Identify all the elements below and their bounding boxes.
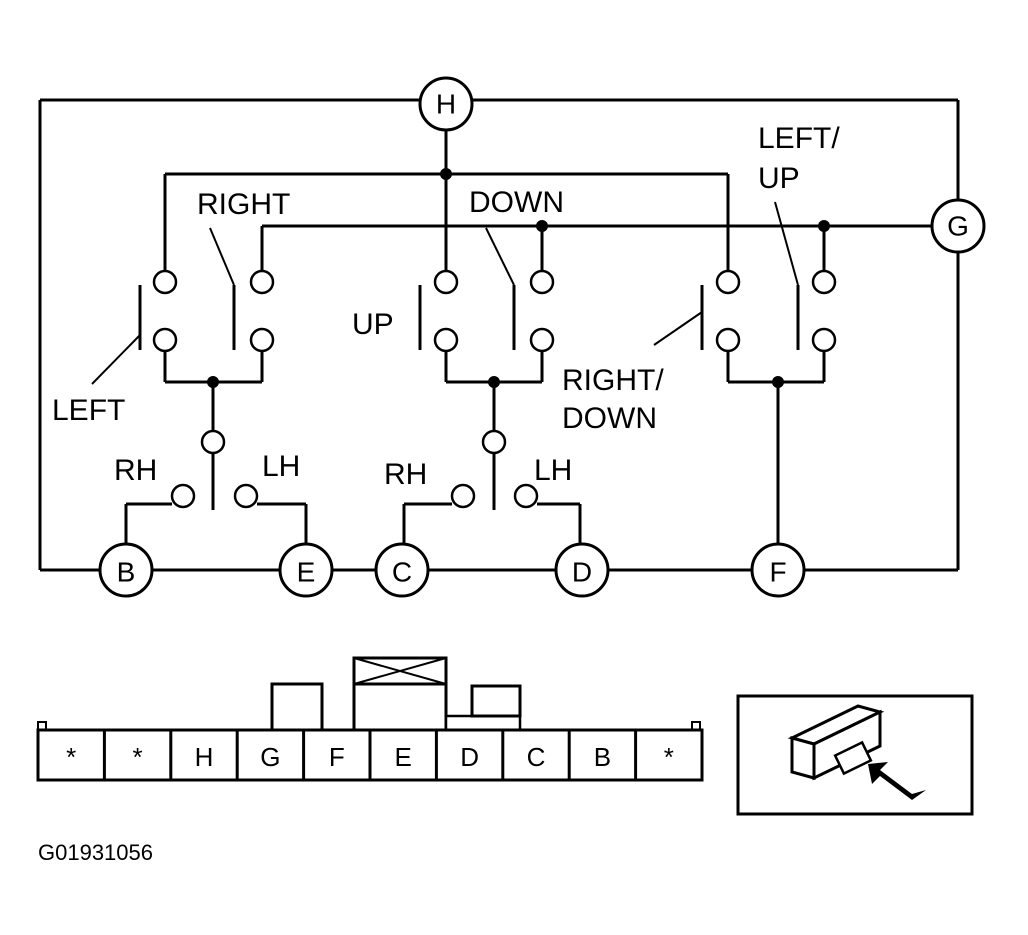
switch-unit-side — [790, 736, 816, 780]
node-b-label: B — [117, 557, 136, 588]
h-bus — [163, 126, 730, 270]
contact — [249, 327, 275, 353]
connector-face: * * H G F E D C B * — [36, 656, 704, 782]
label-down: DOWN — [469, 186, 564, 219]
connector-pin-g: G — [235, 730, 281, 780]
contact — [433, 269, 459, 295]
contact — [811, 269, 837, 295]
connector-socket — [833, 740, 873, 776]
connector-pin-label: * — [133, 742, 143, 772]
label-rh-2: RH — [384, 458, 427, 491]
figure-code: G01931056 — [38, 840, 153, 865]
contact — [715, 269, 741, 295]
node-e: E — [278, 542, 334, 598]
node-h: H — [418, 76, 474, 132]
label-lh-2: LH — [534, 454, 572, 487]
contact — [433, 327, 459, 353]
connector-pin-label: B — [594, 742, 611, 772]
node-c: C — [374, 542, 430, 598]
connector-pin-f: F — [302, 730, 345, 780]
contact — [811, 327, 837, 353]
connector-pin-label: E — [395, 742, 412, 772]
junction-dot — [440, 168, 452, 180]
connector-pin-label: * — [664, 742, 674, 772]
g-bus — [260, 220, 932, 270]
connector-key-left — [270, 682, 324, 732]
contact — [481, 429, 507, 455]
contact — [249, 269, 275, 295]
node-c-label: C — [392, 557, 412, 588]
connector-pin-unused: * — [66, 742, 76, 772]
switch-block-left-right — [91, 227, 275, 430]
node-d-label: D — [572, 557, 592, 588]
connector-pin-unused: * — [102, 730, 143, 780]
contact — [450, 483, 476, 509]
connector-pin-label: * — [66, 742, 76, 772]
connector-pin-b: B — [567, 730, 611, 780]
node-h-label: H — [436, 89, 456, 120]
label-left: LEFT — [52, 394, 125, 427]
selector-switch-1 — [124, 429, 308, 544]
contact — [152, 327, 178, 353]
connector-pin-label: D — [460, 742, 479, 772]
connector-pin-e: E — [368, 730, 412, 780]
node-f: F — [750, 542, 806, 598]
label-right: RIGHT — [197, 188, 290, 221]
node-g-label: G — [947, 211, 969, 242]
switch-block-up-down — [418, 227, 555, 430]
switch-block-leftup-rightdown — [653, 201, 837, 544]
contact — [529, 269, 555, 295]
node-d: D — [554, 542, 610, 598]
connector-pin-d: D — [434, 730, 479, 780]
selector-switch-2 — [402, 429, 582, 544]
node-g: G — [930, 198, 986, 254]
arrow-icon — [868, 762, 926, 800]
connector-pin-label: F — [329, 742, 345, 772]
contact — [233, 483, 259, 509]
connector-pin-label: G — [260, 742, 280, 772]
junction-dot — [818, 220, 830, 232]
node-f-label: F — [769, 557, 786, 588]
contact — [152, 269, 178, 295]
label-up: UP — [352, 308, 394, 341]
node-b: B — [98, 542, 154, 598]
label-left-up-line1: LEFT/ — [758, 122, 840, 155]
contact — [200, 429, 226, 455]
connector-key-right — [470, 684, 522, 718]
connector-pin-h: H — [169, 730, 214, 780]
connector-pin-c: C — [501, 730, 546, 780]
junction-dot — [536, 220, 548, 232]
contact — [170, 483, 196, 509]
label-right-down-line2: DOWN — [562, 402, 657, 435]
switch-unit-front — [812, 709, 882, 781]
connector-pin-label: H — [195, 742, 214, 772]
connector-pin-unused: * — [634, 730, 674, 780]
label-rh-1: RH — [114, 454, 157, 487]
connector-location-view — [736, 694, 974, 816]
node-e-label: E — [297, 557, 316, 588]
label-lh-1: LH — [262, 450, 300, 483]
contact — [715, 327, 741, 353]
label-left-up-line2: UP — [758, 162, 800, 195]
contact — [529, 327, 555, 353]
label-right-down-line1: RIGHT/ — [562, 364, 664, 397]
contact — [513, 483, 539, 509]
connector-pin-label: C — [527, 742, 546, 772]
outer-wires — [38, 98, 960, 572]
